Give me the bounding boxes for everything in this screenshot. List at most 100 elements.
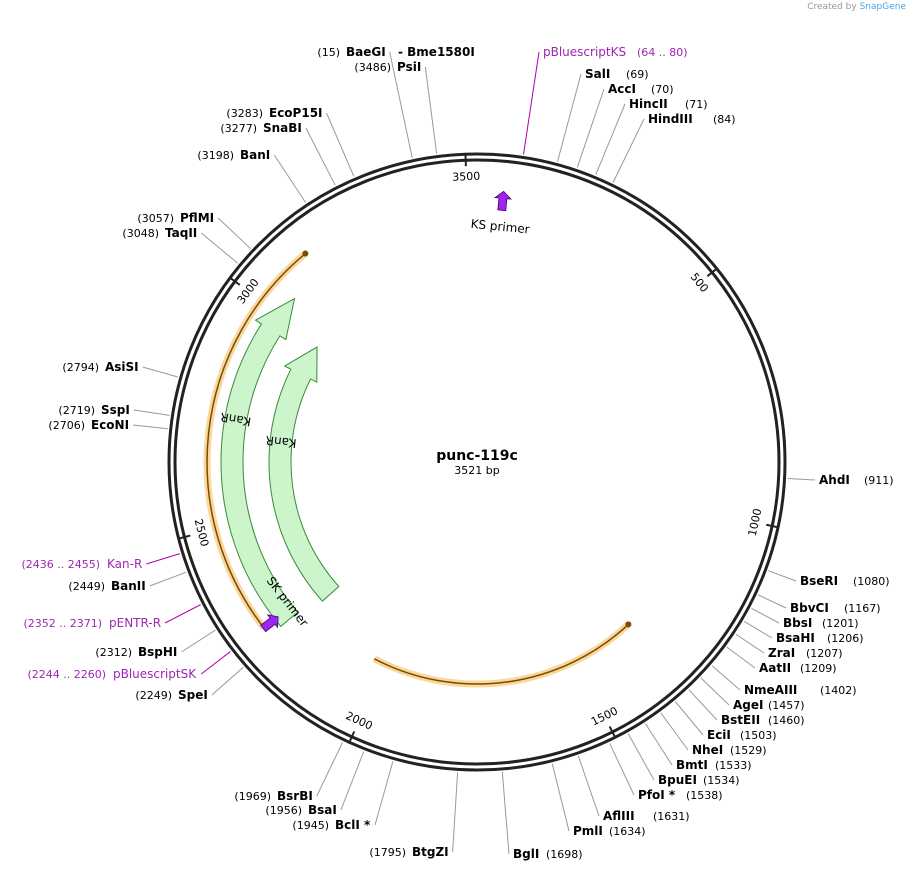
site-bmti[interactable]: BmtI (1533) (676, 758, 752, 772)
leader-line (523, 51, 540, 155)
site-name: AgeI (733, 698, 763, 712)
tick-mark (348, 730, 356, 743)
site-pflmi[interactable]: (3057) PflMI (137, 211, 214, 225)
site-ahdi[interactable]: AhdI (911) (819, 473, 894, 487)
site-bgli[interactable]: BglI (1698) (513, 847, 583, 861)
site-agei[interactable]: AgeI (1457) (733, 698, 805, 712)
primer-site-kan-r[interactable]: (2436 .. 2455) Kan-R (21, 557, 142, 571)
kanr-label: KanR (265, 433, 297, 450)
site-nmeaiii[interactable]: NmeAIII (1402) (744, 683, 857, 697)
tick-label: 1500 (589, 704, 620, 728)
primer-site-pbluescriptks[interactable]: pBluescriptKS (64 .. 80) (543, 45, 688, 59)
site-position: (3283) (226, 107, 263, 120)
leader-line (142, 366, 178, 378)
leader-line (305, 127, 336, 186)
site-spei[interactable]: (2249) SpeI (135, 688, 207, 702)
site-pfoi[interactable]: PfoI * (1538) (638, 788, 723, 802)
tick-mark (229, 276, 241, 286)
leader-line (757, 594, 787, 609)
site-name: SalI (585, 67, 610, 81)
tick-label: 1000 (746, 507, 765, 537)
site-position: (1795) (369, 846, 406, 859)
site-position: (3048) (122, 227, 159, 240)
site-bbsi[interactable]: BbsI (1201) (783, 616, 859, 630)
site-position: (15) (317, 46, 340, 59)
site-bsrbi[interactable]: (1969) BsrBI (234, 789, 312, 803)
plasmid-length: 3521 bp (454, 464, 499, 477)
site-name: SnaBI (263, 121, 302, 135)
site-zrai[interactable]: ZraI (1207) (768, 646, 843, 660)
site-acci[interactable]: AccI (70) (608, 82, 674, 96)
site-bbvci[interactable]: BbvCI (1167) (790, 601, 881, 615)
site-snabi[interactable]: (3277) SnaBI (220, 121, 301, 135)
site-bpuei[interactable]: BpuEI (1534) (658, 773, 740, 787)
site-hincii[interactable]: HincII (71) (629, 97, 708, 111)
site-baegi[interactable]: (15) BaeGI - Bme1580I (317, 45, 474, 59)
site-position: (3486) (354, 61, 391, 74)
site-ecii[interactable]: EciI (1503) (707, 728, 777, 742)
site-position: (84) (713, 113, 736, 126)
site-aatii[interactable]: AatII (1209) (759, 661, 837, 675)
leader-line (751, 607, 780, 624)
site-name: ZraI (768, 646, 795, 660)
site-name: BglI (513, 847, 539, 861)
site-position: (1167) (844, 602, 881, 615)
site-name: BsaI (308, 803, 337, 817)
site-taqii[interactable]: (3048) TaqII (122, 226, 197, 240)
site-btgzi[interactable]: (1795) BtgZI (369, 845, 448, 859)
site-name: TaqII (165, 226, 197, 240)
site-position: (70) (651, 83, 674, 96)
primer-site-name: pBluescriptKS (543, 45, 626, 59)
site-name: SspI (101, 403, 130, 417)
snapgene-credit: Created by SnapGene (807, 2, 906, 12)
site-name: NheI (692, 743, 723, 757)
site-psii[interactable]: (3486) PsiI (354, 60, 421, 74)
leader-line (557, 73, 582, 162)
site-name: AhdI (819, 473, 850, 487)
leader-line (576, 88, 605, 168)
site-bani[interactable]: (3198) BanI (197, 148, 270, 162)
site-asisi[interactable]: (2794) AsiSI (62, 360, 138, 374)
tick-label: 2000 (344, 709, 375, 732)
site-name: AsiSI (105, 360, 139, 374)
site-ecop15i[interactable]: (3283) EcoP15I (226, 106, 322, 120)
site-name: SpeI (178, 688, 208, 702)
site-bsphi[interactable]: (2312) BspHI (95, 645, 177, 659)
site-bsteii[interactable]: BstEII (1460) (721, 713, 805, 727)
primer-site-range: (2436 .. 2455) (21, 558, 100, 571)
site-position: (69) (626, 68, 649, 81)
leader-line (273, 154, 307, 203)
tick-mark (608, 726, 616, 738)
site-hindiii[interactable]: HindIII (84) (648, 112, 736, 126)
site-position: (1207) (806, 647, 843, 660)
site-afliii[interactable]: AflIII (1631) (603, 809, 690, 823)
site-bsahi[interactable]: BsaHI (1206) (776, 631, 864, 645)
plasmid-name: punc-119c (436, 448, 518, 464)
primer-arrow (260, 614, 279, 633)
site-name: AflIII (603, 809, 635, 823)
leader-line (609, 743, 635, 796)
site-bseri[interactable]: BseRI (1080) (800, 574, 890, 588)
site-sspi[interactable]: (2719) SspI (58, 403, 129, 417)
site-position: (1503) (740, 729, 777, 742)
site-nhei[interactable]: NheI (1529) (692, 743, 767, 757)
site-name: BtgZI (412, 845, 449, 859)
site-banii[interactable]: (2449) BanII (68, 579, 145, 593)
primer-site-pbluescriptsk[interactable]: (2244 .. 2260) pBluescriptSK (27, 667, 197, 681)
site-sali[interactable]: SalI (69) (585, 67, 649, 81)
site-econi[interactable]: (2706) EcoNI (48, 418, 129, 432)
site-name: BanII (111, 579, 146, 593)
leader-line (326, 112, 355, 177)
primer-site-pentr-r[interactable]: (2352 .. 2371) pENTR-R (23, 616, 161, 630)
site-position: (1538) (686, 789, 723, 802)
site-bcli[interactable]: (1945) BclI * (292, 818, 371, 832)
site-name: EcoNI (91, 418, 129, 432)
orf-arrowhead (302, 250, 309, 257)
site-pmli[interactable]: PmlI (1634) (573, 824, 646, 838)
site-position: (1206) (827, 632, 864, 645)
site-position: (1969) (234, 790, 271, 803)
orf-arrowhead (625, 621, 632, 628)
site-bsai[interactable]: (1956) BsaI (265, 803, 336, 817)
site-position: (1634) (609, 825, 646, 838)
site-name: HindIII (648, 112, 693, 126)
